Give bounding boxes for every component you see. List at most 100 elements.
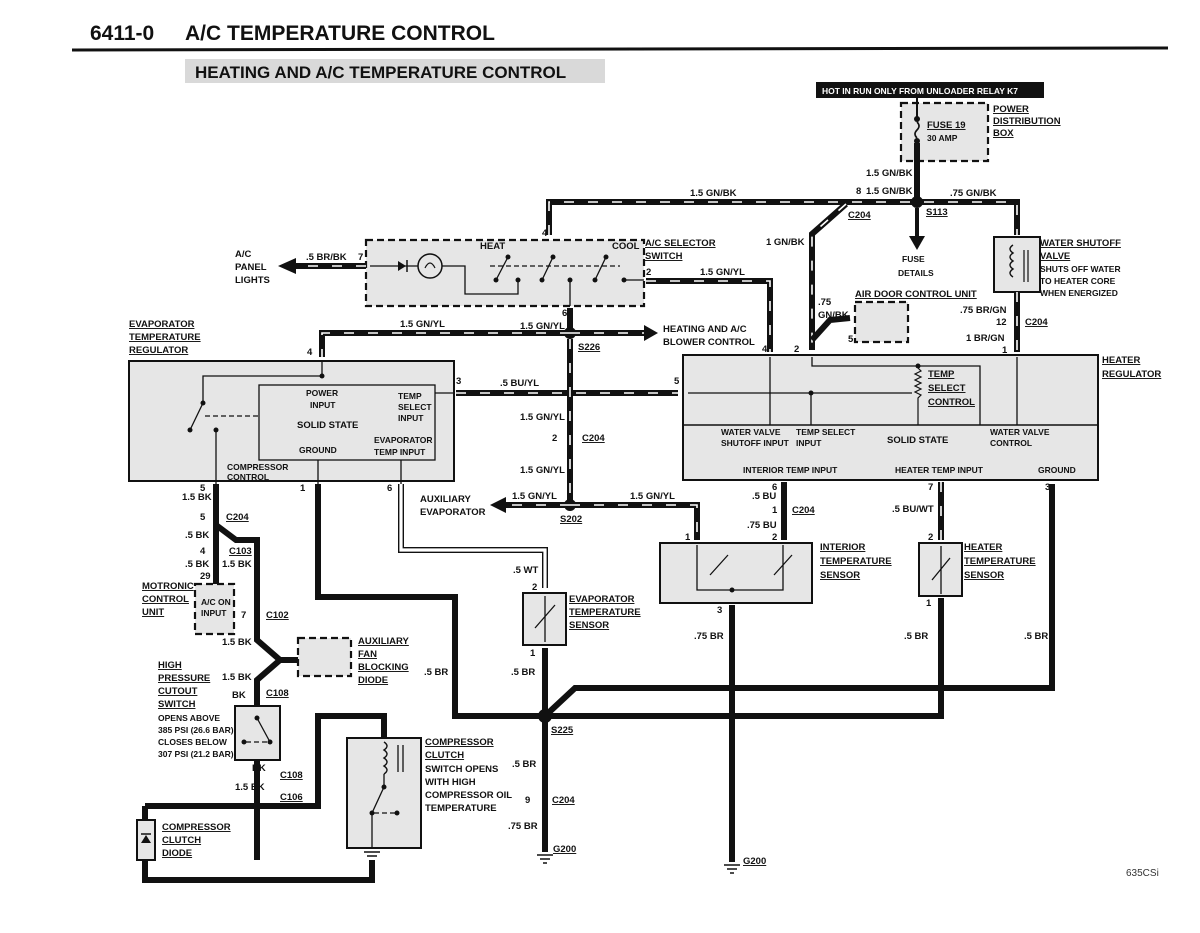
motronic-input-label: INPUT	[201, 608, 227, 618]
evap-reg-label-2: TEMPERATURE	[129, 332, 201, 343]
connector-label: C102	[266, 610, 289, 621]
thermistor-icon	[709, 554, 729, 576]
air-door-label: AIR DOOR CONTROL UNIT	[855, 289, 977, 300]
wire-label: .75	[818, 297, 832, 308]
pin-label: 1	[772, 505, 778, 516]
wire-label: 1.5 BK	[235, 782, 265, 793]
wire-gnyl-interior	[570, 502, 700, 540]
temp-select-control-label: SELECT	[928, 383, 966, 394]
motronic-control-unit	[193, 582, 236, 636]
aux-diode-label: FAN	[358, 649, 377, 660]
pin-label: 12	[996, 317, 1007, 328]
wire-075-gnbk	[809, 315, 851, 343]
thermistor-icon	[773, 554, 793, 576]
evap-reg-label-1: EVAPORATOR	[129, 319, 195, 330]
wire-label: 1.5 BK	[222, 672, 252, 683]
wire-bk-main	[214, 522, 285, 860]
fuse-name: FUSE 19	[927, 120, 966, 131]
valve-coil-icon	[1009, 244, 1015, 278]
wire-label: 1.5 GN/BK	[866, 186, 913, 197]
arrow-left-icon	[490, 497, 506, 513]
wire-label: .5 WT	[513, 565, 539, 576]
wire-label: .5 BU/YL	[500, 378, 539, 389]
pin-label: 2	[772, 532, 777, 543]
pin-label: 4	[307, 347, 313, 358]
solid-state-label: SOLID STATE	[297, 420, 358, 431]
ground-label: GROUND	[299, 445, 337, 455]
ground-icon	[537, 854, 553, 864]
wire-label: 1.5 BK	[222, 637, 252, 648]
connector-label: C204	[226, 512, 249, 523]
heater-sensor-label: SENSOR	[964, 570, 1004, 581]
wire-label: .5 BU	[752, 491, 776, 502]
cool-label: COOL	[612, 241, 640, 252]
wire-label: 1.5 GN/YL	[520, 321, 565, 332]
heater-sensor-label: HEATER	[964, 542, 1002, 553]
clutch-diode-label: CLUTCH	[162, 835, 201, 846]
interior-temperature-sensor	[659, 542, 813, 604]
fuse-details-2: DETAILS	[898, 268, 934, 278]
pin-label: 5	[848, 334, 854, 345]
air-door-control-unit	[853, 300, 910, 344]
pin-label: 1	[1002, 345, 1008, 356]
water-valve-shutoff-label: WATER VALVE	[721, 427, 781, 437]
fuse-details-1: FUSE	[902, 254, 925, 264]
water-valve-shutoff-label: SHUTOFF INPUT	[721, 438, 790, 448]
hp-cutout-label: SWITCH	[158, 699, 196, 710]
wire-label: 1 BR/GN	[966, 333, 1005, 344]
heater-temp-input-label: HEATER TEMP INPUT	[895, 465, 984, 475]
clutch-note: SWITCH OPENS	[425, 764, 498, 775]
pin-label: 2	[928, 532, 933, 543]
power-input-label: POWER	[306, 388, 338, 398]
panel-lights-label: A/C	[235, 249, 252, 260]
ground-label-g200: G200	[743, 856, 766, 867]
temp-select-control-label: CONTROL	[928, 397, 975, 408]
connector-label: C204	[792, 505, 815, 516]
motronic-label: UNIT	[142, 607, 164, 618]
wire-label: 1.5 BK	[222, 559, 252, 570]
compressor-clutch	[346, 737, 422, 849]
arrow-left-icon	[278, 258, 296, 274]
evap-sensor-label: EVAPORATOR	[569, 594, 635, 605]
power-banner	[816, 82, 1044, 98]
box-label-3: BOX	[993, 128, 1014, 139]
fuse-rating: 30 AMP	[927, 133, 958, 143]
valve-label-1: WATER SHUTOFF	[1040, 238, 1121, 249]
box-label-2: DISTRIBUTION	[993, 116, 1061, 127]
pin-label: 4	[200, 546, 206, 557]
pin-label: 5	[200, 512, 206, 523]
valve-note: TO HEATER CORE	[1040, 276, 1116, 286]
ac-selector-label-1: A/C SELECTOR	[645, 238, 716, 249]
temp-select-input-label: INPUT	[796, 438, 822, 448]
pin-label: 1	[300, 483, 306, 494]
arrow-down-icon	[909, 236, 925, 250]
wire-label: .5 BR	[512, 759, 536, 770]
wire-clutch-coil	[257, 713, 387, 809]
heater-reg-label-1: HEATER	[1102, 355, 1140, 366]
pin-label: 5	[200, 483, 206, 494]
panel-lights-label: LIGHTS	[235, 275, 270, 286]
pin-label: 5	[674, 376, 680, 387]
connector-label: C106	[280, 792, 303, 803]
heater-sensor-label: TEMPERATURE	[964, 556, 1036, 567]
pin-label: 1	[530, 648, 536, 659]
section-code: 6411-0	[90, 22, 154, 45]
wire-heater-ground	[542, 484, 1055, 719]
pin-label: 3	[456, 376, 461, 387]
power-banner-text: HOT IN RUN ONLY FROM UNLOADER RELAY K7	[822, 86, 1018, 96]
wire-label: 1.5 BK	[182, 492, 212, 503]
solid-state-label: SOLID STATE	[887, 435, 948, 446]
temp-select-label: INPUT	[398, 413, 424, 423]
wire-label: 1 GN/BK	[766, 237, 805, 248]
evap-sensor-label: SENSOR	[569, 620, 609, 631]
clutch-note: COMPRESSOR OIL	[425, 790, 512, 801]
ground-icon	[724, 864, 740, 874]
pin-label: 2	[552, 433, 557, 444]
temp-select-control-label: TEMP	[928, 369, 955, 380]
motronic-label: MOTRONIC	[142, 581, 194, 592]
water-valve-control-label: CONTROL	[990, 438, 1032, 448]
header-rule	[71, 46, 1169, 52]
wire-evap-ground	[315, 484, 545, 719]
wire-label: .5 BR	[1024, 631, 1048, 642]
